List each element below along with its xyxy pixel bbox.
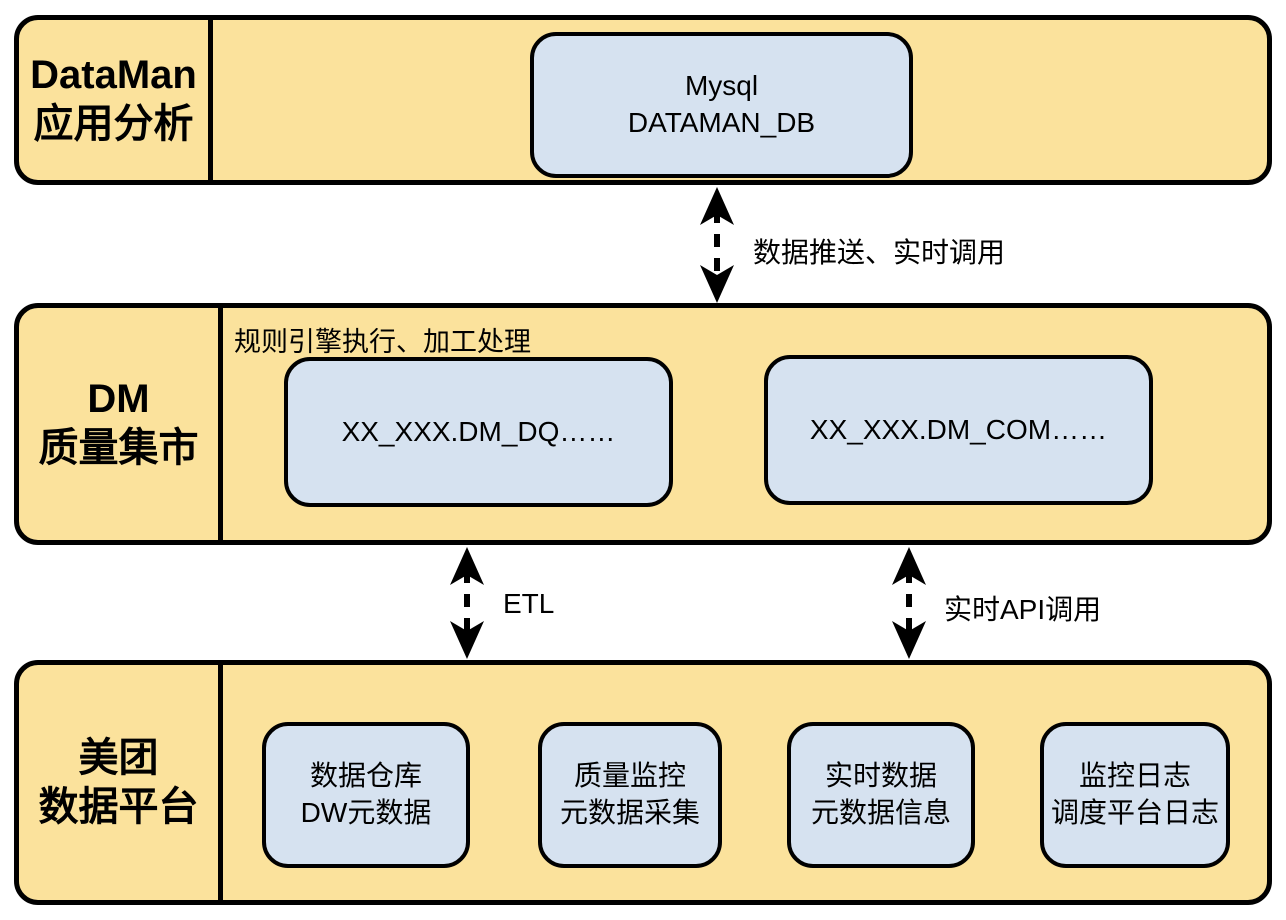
- layer-meituan-title: 美团 数据平台: [19, 665, 218, 900]
- node-dw-metadata: 数据仓库 DW元数据: [262, 722, 470, 868]
- node-dm-dq-label: XX_XXX.DM_DQ……: [341, 415, 616, 447]
- connector-etl-label: ETL: [503, 588, 555, 619]
- node-dm-dq-table: XX_XXX.DM_DQ……: [284, 357, 673, 507]
- double-arrow-icon: [892, 547, 926, 659]
- node-realtime-metadata: 实时数据 元数据信息: [787, 722, 975, 868]
- layer-meituan-title-line2: 数据平台: [38, 784, 199, 829]
- layer-dm-title-line1: DM: [87, 377, 150, 422]
- connector-api-label: 实时API调用: [944, 594, 1102, 625]
- node-monitor-logs-line1: 监控日志: [1078, 760, 1191, 792]
- node-quality-monitor-line2: 元数据采集: [559, 797, 700, 828]
- rule-engine-note: 规则引擎执行、加工处理: [234, 327, 531, 357]
- layer-dataman-title: DataMan 应用分析: [19, 20, 208, 180]
- double-arrow-icon: [700, 187, 734, 303]
- node-mysql-dataman-db: Mysql DATAMAN_DB: [530, 32, 913, 178]
- double-arrow-icon: [450, 547, 484, 659]
- node-realtime-metadata-line2: 元数据信息: [810, 797, 951, 828]
- node-dm-com-label: XX_XXX.DM_COM……: [809, 413, 1108, 445]
- node-monitor-logs-line2: 调度平台日志: [1050, 797, 1219, 828]
- layer-dataman-title-line2: 应用分析: [33, 102, 194, 146]
- node-realtime-metadata-line1: 实时数据: [824, 760, 937, 792]
- connector-push-label: 数据推送、实时调用: [753, 237, 1006, 268]
- layer-meituan-title-line1: 美团: [78, 735, 159, 780]
- node-dm-com-table: XX_XXX.DM_COM……: [764, 355, 1153, 505]
- node-dw-metadata-line2: DW元数据: [300, 797, 432, 828]
- node-quality-monitor-metadata: 质量监控 元数据采集: [538, 722, 722, 868]
- node-mysql-line1: Mysql: [684, 70, 759, 102]
- node-dw-metadata-line1: 数据仓库: [309, 760, 422, 792]
- layer-dm-title-line2: 质量集市: [38, 426, 199, 470]
- node-quality-monitor-line1: 质量监控: [573, 760, 686, 792]
- layer-dm-divider: [218, 308, 223, 540]
- layer-dataman-divider: [208, 20, 213, 180]
- node-monitor-logs: 监控日志 调度平台日志: [1040, 722, 1230, 868]
- layer-meituan-divider: [218, 665, 223, 900]
- layer-dm-title: DM 质量集市: [19, 308, 218, 540]
- layer-dataman-title-line1: DataMan: [30, 53, 197, 98]
- node-mysql-line2: DATAMAN_DB: [627, 107, 816, 138]
